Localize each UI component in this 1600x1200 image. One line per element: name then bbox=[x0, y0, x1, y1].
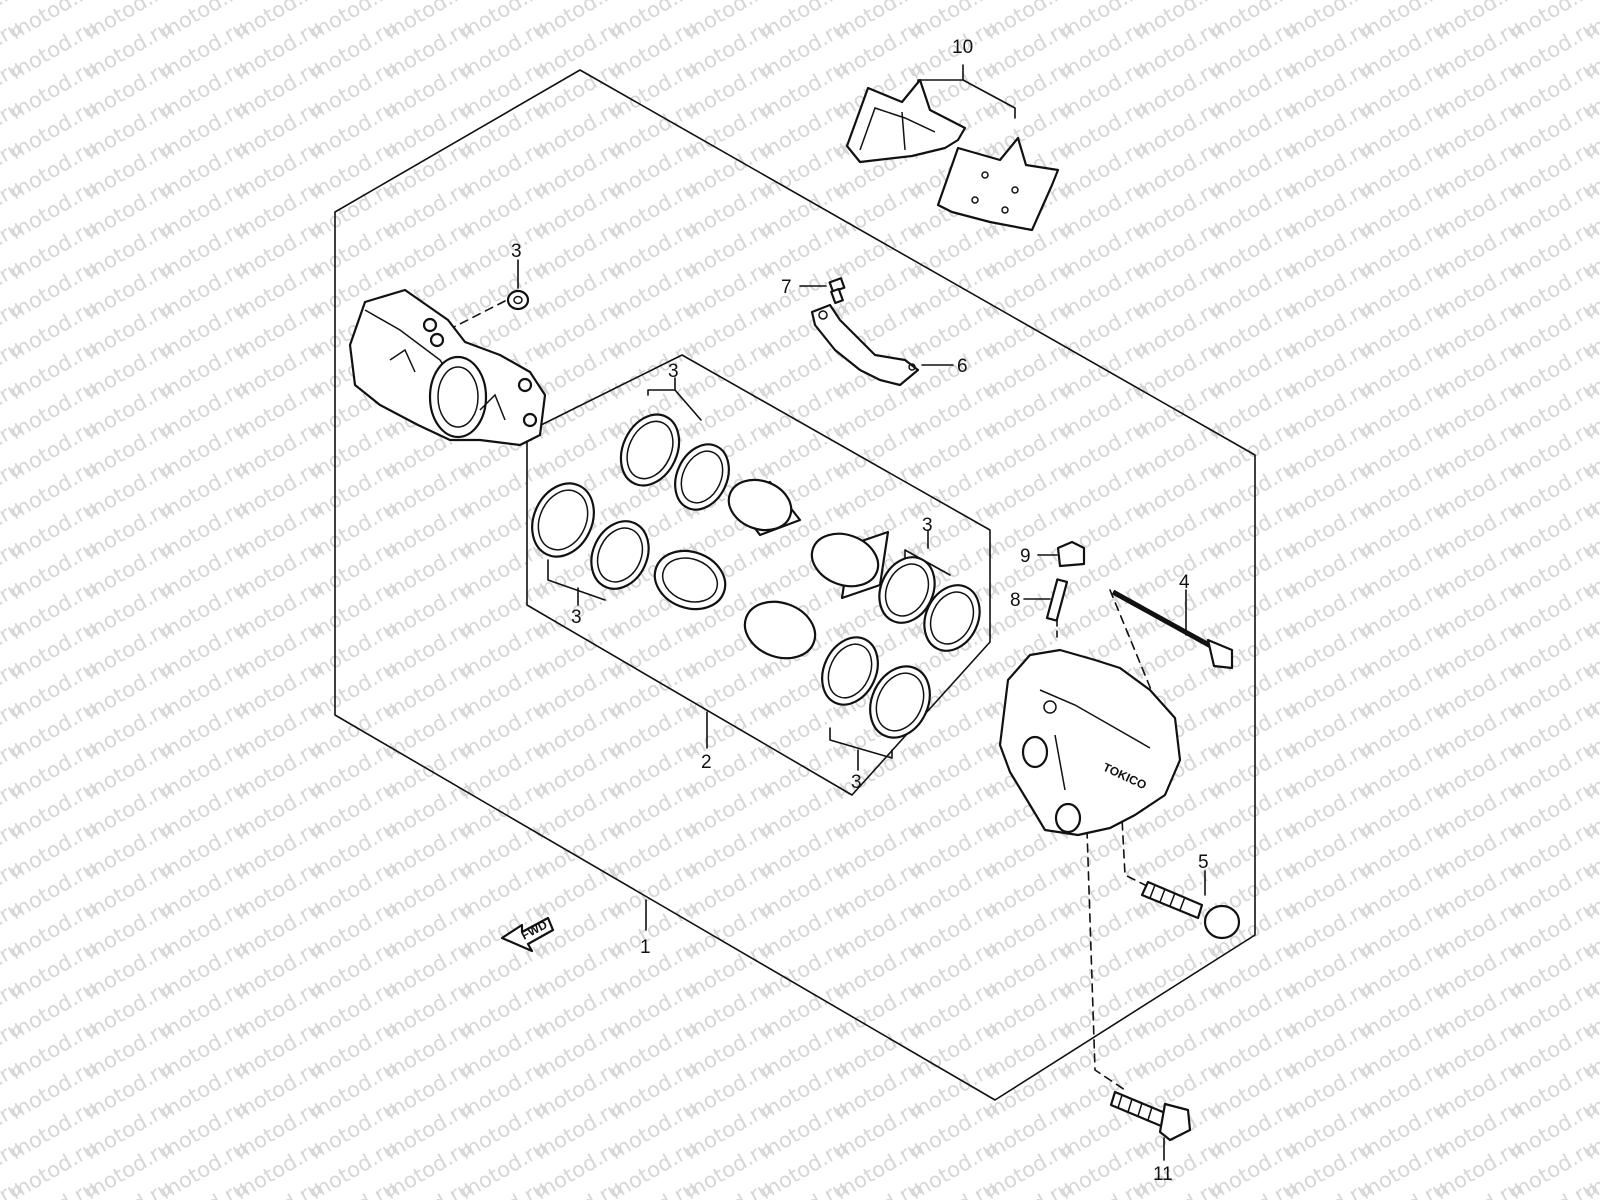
brake-pad-rear bbox=[936, 136, 1060, 232]
mounting-bolt-5 bbox=[1140, 880, 1241, 940]
label-5: 5 bbox=[1198, 852, 1209, 873]
label-3-top: 3 bbox=[668, 361, 679, 382]
label-10: 10 bbox=[952, 37, 973, 58]
label-9: 9 bbox=[1020, 546, 1031, 567]
label-3-bottom: 3 bbox=[851, 772, 862, 793]
caliper-left-half bbox=[348, 288, 547, 447]
label-1: 1 bbox=[640, 937, 651, 958]
label-3-left: 3 bbox=[571, 607, 582, 628]
label-3-washer: 3 bbox=[511, 241, 522, 262]
reference-labels: 1 2 3 3 3 3 3 4 5 6 7 8 9 10 11 bbox=[511, 37, 1209, 1185]
label-3-right: 3 bbox=[922, 515, 933, 536]
label-11: 11 bbox=[1153, 1164, 1173, 1185]
bleeder-cap bbox=[1056, 540, 1086, 568]
label-2: 2 bbox=[701, 752, 712, 773]
caliper-pin bbox=[1111, 589, 1234, 670]
label-7: 7 bbox=[781, 277, 792, 298]
bleeder-screw bbox=[1045, 578, 1069, 622]
label-4: 4 bbox=[1179, 572, 1190, 593]
watermark-text: motod.ru bbox=[1581, 0, 1600, 4]
kit-outline-2 bbox=[526, 354, 991, 796]
pad-spring bbox=[810, 303, 920, 387]
brake-pad-front bbox=[845, 78, 967, 164]
assembly-outline-1 bbox=[334, 69, 1256, 1101]
caliper-right-half: TOKICO bbox=[998, 648, 1182, 837]
mounting-bolt-11 bbox=[1109, 1090, 1192, 1142]
piston-seals-and-pistons bbox=[531, 413, 981, 739]
label-6: 6 bbox=[957, 356, 968, 377]
pad-pin bbox=[828, 277, 846, 305]
label-8: 8 bbox=[1010, 590, 1021, 611]
washer bbox=[506, 289, 530, 311]
